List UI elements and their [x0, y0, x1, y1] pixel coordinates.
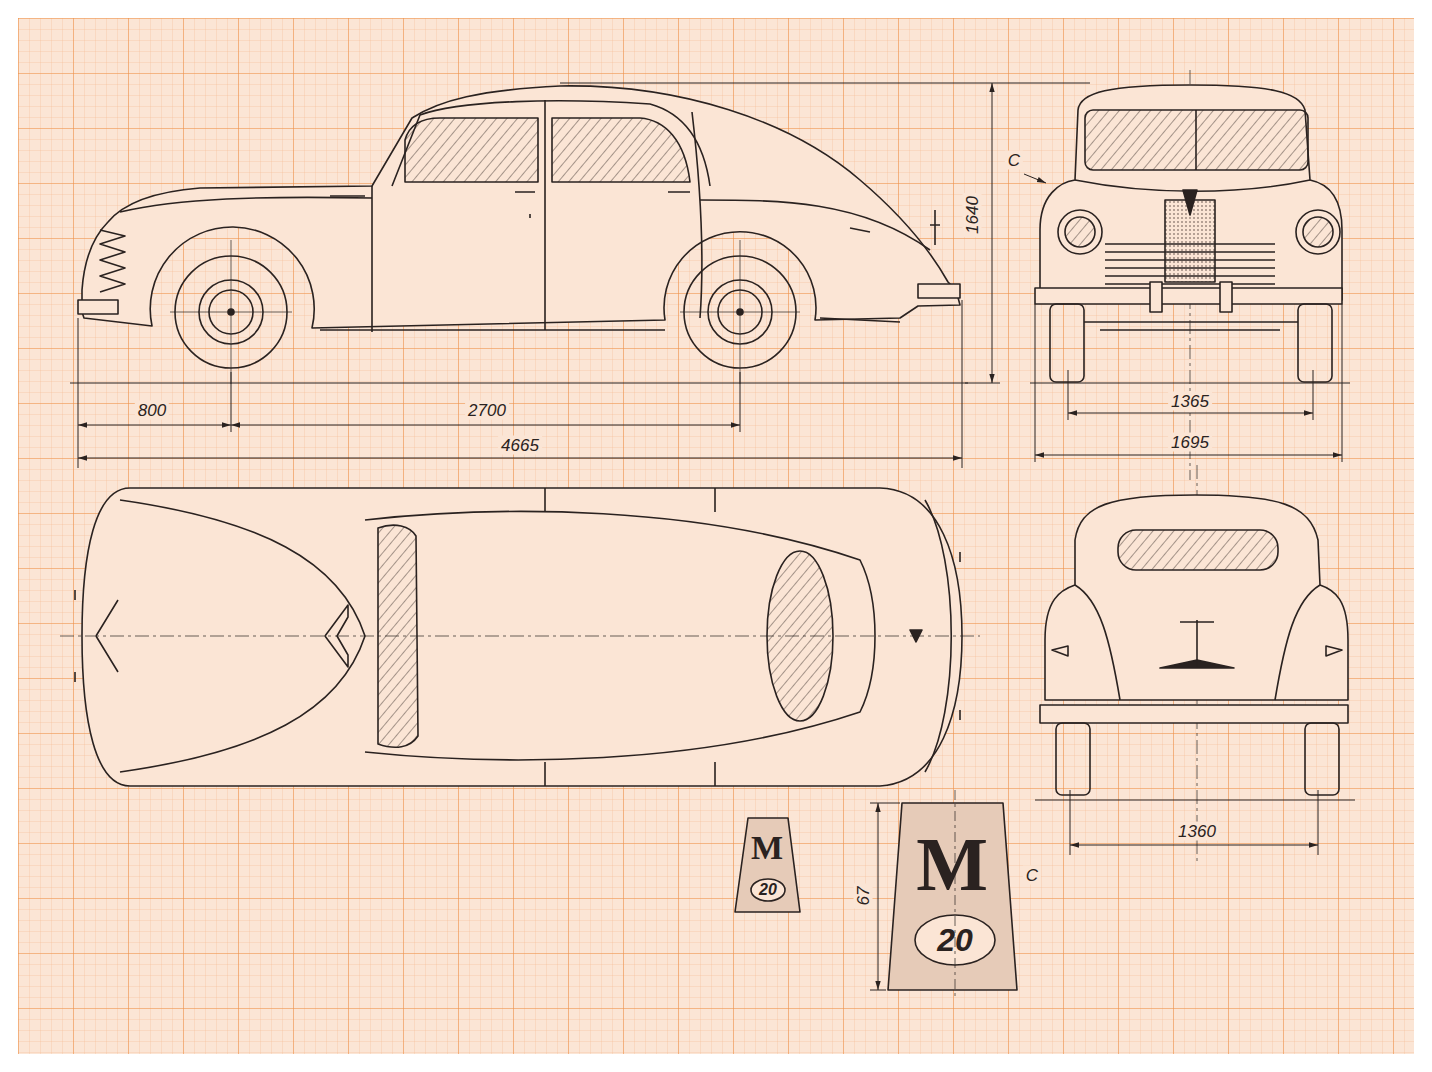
dimension-label: 2700 [465, 401, 509, 420]
dimension-label: 1360 [1175, 822, 1219, 841]
emblem-letter: М [751, 831, 783, 865]
view-letter: С [1023, 866, 1041, 885]
dimension-label: 1695 [1168, 433, 1212, 452]
view-letter: С [1005, 151, 1023, 170]
dimension-label: 67 [854, 884, 873, 909]
emblem-number: 20 [937, 924, 973, 956]
dimension-label: 1640 [963, 193, 982, 237]
emblem-number: 20 [759, 882, 777, 898]
emblem-letter: М [916, 826, 988, 902]
dimension-label: 800 [135, 401, 169, 420]
dimension-label: 1365 [1168, 392, 1212, 411]
dimension-label: 4665 [498, 436, 542, 455]
